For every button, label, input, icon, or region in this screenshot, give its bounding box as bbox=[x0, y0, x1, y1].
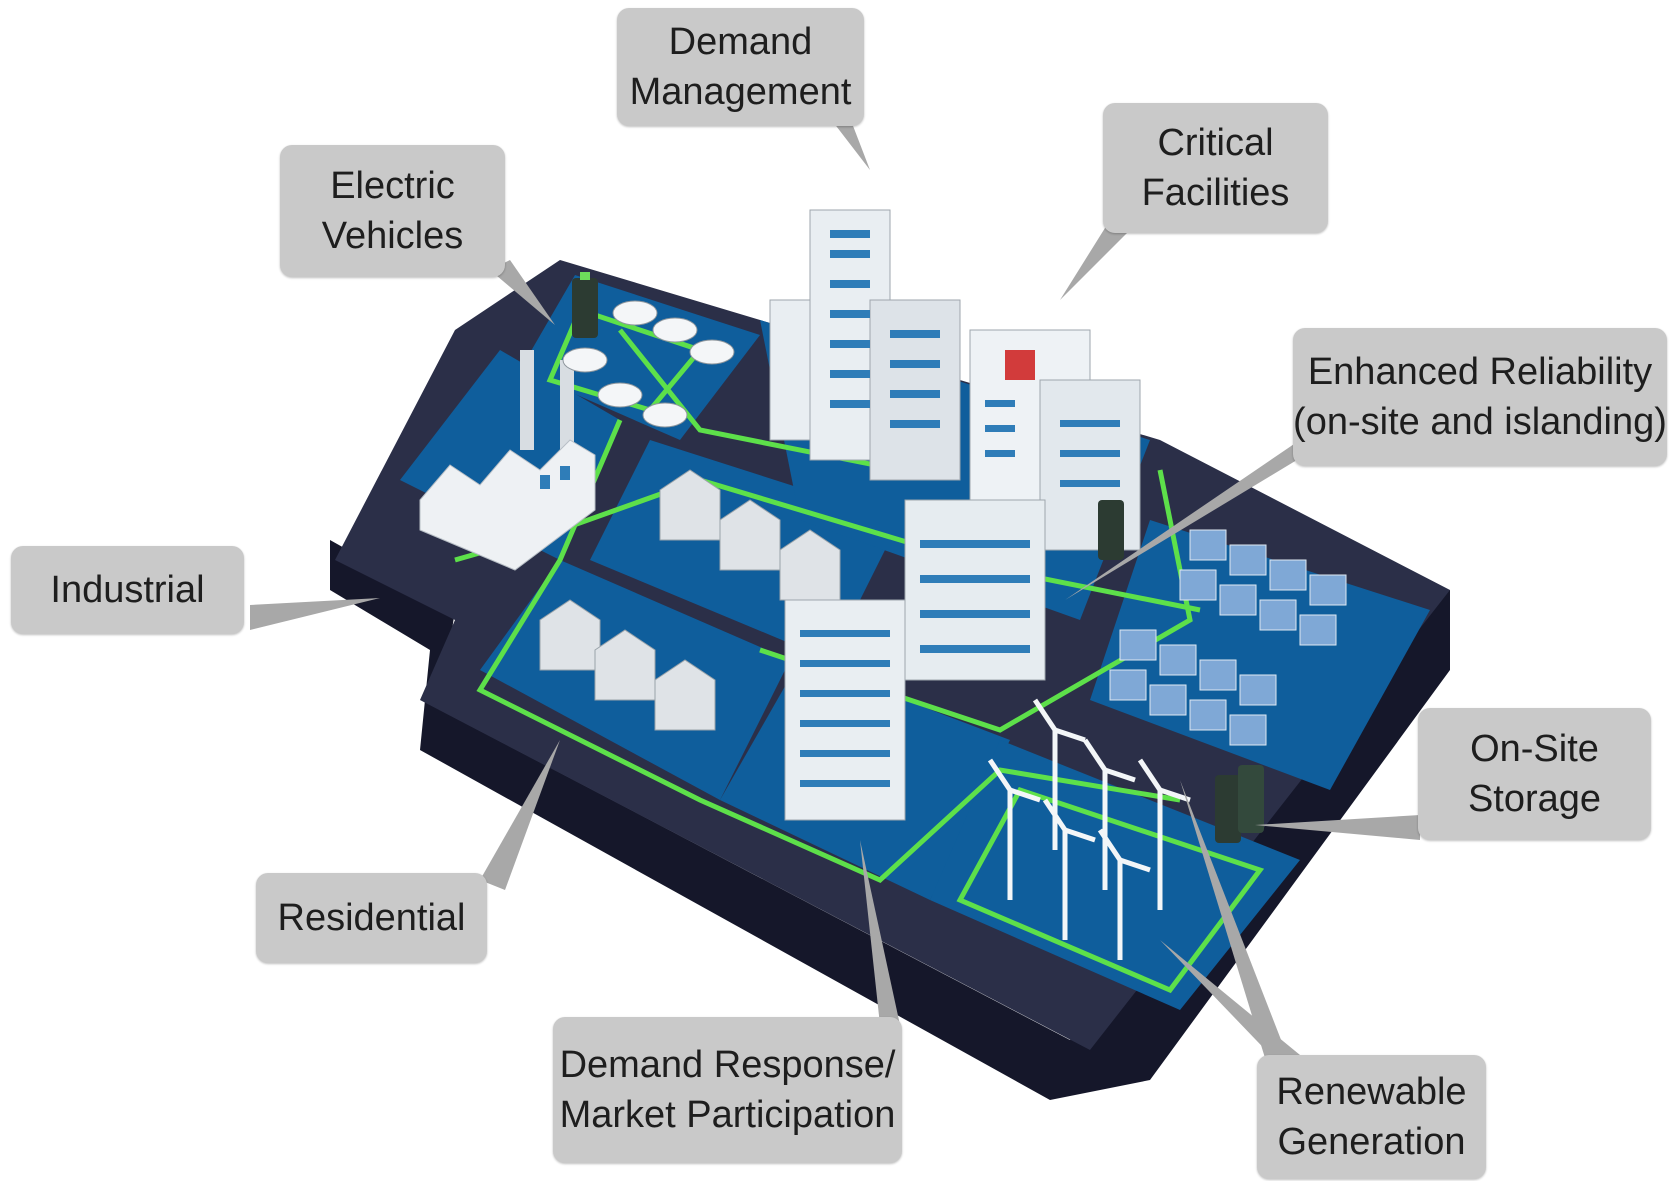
factory-stack-2 bbox=[560, 360, 574, 460]
callout-pointers bbox=[250, 118, 1420, 1065]
callout-text: Industrial bbox=[50, 568, 205, 611]
house bbox=[779, 529, 841, 601]
ev-car bbox=[612, 300, 658, 326]
callout-on-site-storage: On-Site Storage bbox=[1418, 708, 1651, 840]
callout-text: Critical bbox=[1157, 121, 1274, 164]
callout-renewable-generation: Renewable Generation bbox=[1257, 1055, 1486, 1179]
hospital-cross-icon bbox=[1005, 350, 1035, 380]
pointer-critical-facilities bbox=[1060, 220, 1140, 300]
pointer-residential bbox=[480, 740, 560, 890]
house bbox=[594, 629, 656, 701]
callout-text: Enhanced Reliability bbox=[1307, 350, 1653, 393]
callout-text: Residential bbox=[277, 896, 466, 939]
callout-text: Facilities bbox=[1141, 172, 1290, 214]
callout-text: Vehicles bbox=[321, 215, 464, 257]
pointer-demand-management bbox=[830, 118, 870, 170]
solar-panels bbox=[1109, 529, 1347, 746]
house bbox=[719, 499, 781, 571]
callout-demand-response: Demand Response/ Market Participation bbox=[553, 1017, 902, 1163]
pointer-electric-vehicles bbox=[490, 260, 555, 325]
pointer-on-site-storage bbox=[1255, 815, 1420, 840]
pointer-renewable-2 bbox=[1180, 780, 1285, 1058]
wind-field-loop bbox=[956, 786, 1265, 994]
callout-text: Renewable bbox=[1276, 1070, 1467, 1113]
factory-stack-1 bbox=[520, 350, 534, 450]
callout-text: Market Participation bbox=[559, 1094, 896, 1136]
downtown-buildings bbox=[769, 209, 1141, 821]
ev-car bbox=[642, 402, 688, 428]
pointer-enhanced-reliability bbox=[1065, 440, 1330, 600]
callout-industrial: Industrial bbox=[11, 546, 244, 634]
house bbox=[659, 469, 721, 541]
ev-car bbox=[562, 347, 608, 373]
callout-demand-management: Demand Management bbox=[617, 8, 864, 126]
callout-residential: Residential bbox=[256, 873, 487, 963]
callout-electric-vehicles: Electric Vehicles bbox=[280, 145, 505, 277]
callout-text: Storage bbox=[1467, 778, 1602, 820]
callout-text: Management bbox=[629, 71, 852, 113]
ev-car bbox=[652, 317, 698, 343]
factory-window bbox=[540, 475, 550, 489]
pointer-demand-response bbox=[860, 840, 900, 1025]
callout-critical-facilities: Critical Facilities bbox=[1103, 103, 1328, 233]
electric-vehicles bbox=[562, 300, 735, 428]
factory bbox=[419, 350, 596, 571]
house bbox=[539, 599, 601, 671]
ev-car bbox=[689, 339, 735, 365]
storage-battery-icon bbox=[1215, 765, 1264, 843]
callout-text: On-Site bbox=[1470, 727, 1599, 770]
houses bbox=[539, 469, 841, 731]
hospital-wing bbox=[1039, 379, 1141, 551]
callout-text: (on-site and islanding) bbox=[1293, 401, 1667, 443]
callout-text: Demand bbox=[668, 20, 813, 63]
factory-body bbox=[419, 439, 596, 571]
house bbox=[654, 659, 716, 731]
callout-text: Demand Response/ bbox=[559, 1043, 896, 1086]
feeder-west bbox=[476, 419, 1181, 883]
wind-turbines bbox=[987, 698, 1191, 960]
callout-text: Generation bbox=[1277, 1121, 1466, 1163]
callout-enhanced-reliability: Enhanced Reliability (on-site and island… bbox=[1293, 328, 1667, 466]
battery-icon bbox=[1098, 500, 1124, 560]
battery-icon bbox=[572, 272, 598, 338]
pointer-industrial bbox=[250, 598, 380, 630]
factory-window bbox=[560, 466, 570, 480]
ev-car bbox=[597, 382, 643, 408]
callout-text: Electric bbox=[330, 164, 455, 207]
